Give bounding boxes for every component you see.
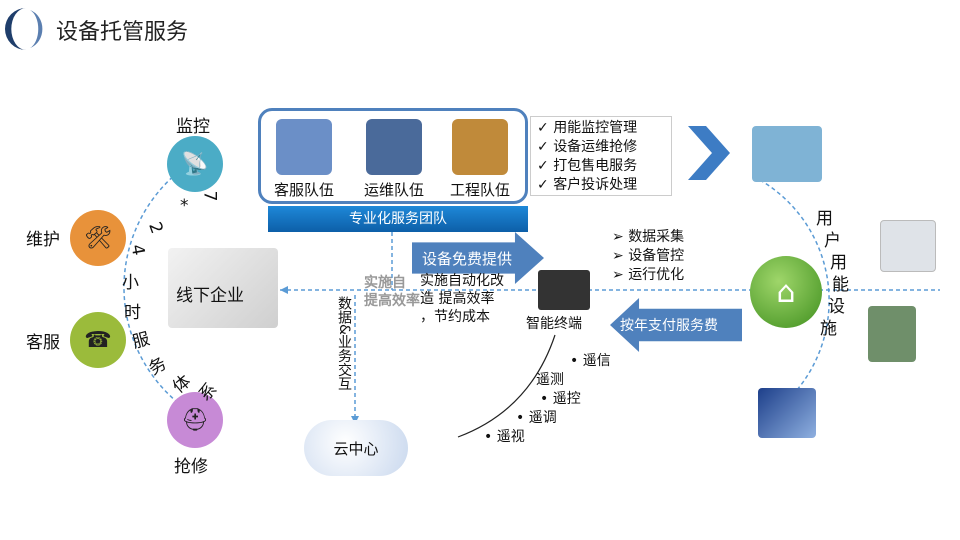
curve-char: *	[180, 196, 189, 216]
curve-char: 7	[199, 190, 220, 202]
enterprise-label: 线下企业	[176, 286, 244, 306]
service-checklist: ✓ 用能监控管理 ✓ 设备运维抢修 ✓ 打包售电服务 ✓ 客户投诉处理	[530, 116, 672, 196]
customer-service-image	[276, 119, 332, 175]
ring-label-monitor: 监控	[176, 117, 210, 137]
switchgear-image	[880, 220, 936, 272]
maintenance-team-image	[366, 119, 422, 175]
check-item: ✓ 用能监控管理	[537, 120, 638, 136]
remote-item: • 遥控	[540, 391, 581, 407]
page-title: 设备托管服务	[56, 20, 189, 45]
curve-char: 时	[124, 303, 141, 323]
check-item: ✓ 设备运维抢修	[537, 139, 638, 155]
chevron-right-icon	[688, 126, 730, 180]
cloud-center: 云中心	[304, 420, 408, 476]
benefit-text: 实施自动化改造 提高效率，节约成本	[420, 273, 504, 325]
smart-terminal-image	[538, 270, 590, 310]
benefit-ghost: 实施自提高效率	[364, 275, 420, 309]
check-item: ✓ 打包售电服务	[537, 158, 638, 174]
ring-label-repair: 抢修	[174, 457, 208, 477]
team-engineering: 工程队伍	[449, 181, 510, 199]
transformer-image	[868, 306, 916, 362]
team-maintenance: 运维队伍	[363, 181, 424, 199]
team-bar: 专业化服务团队	[268, 206, 528, 232]
service-team-panel: 客服队伍 运维队伍 工程队伍	[258, 108, 528, 204]
facilities-label: 用 户 用 能 设 施	[816, 209, 849, 339]
check-item: ✓ 客户投诉处理	[537, 177, 638, 193]
ring-label-service: 客服	[26, 333, 60, 353]
telephone-icon[interactable]: ☎	[70, 312, 126, 368]
helmet-icon[interactable]: ⛑	[167, 392, 223, 448]
terminal-label: 智能终端	[526, 316, 582, 332]
remote-item: • 遥信	[570, 353, 611, 369]
terminal-functions: ➢ 数据采集 ➢ 设备管控 ➢ 运行优化	[612, 229, 685, 283]
curve-char: 小	[122, 273, 139, 293]
green-home-icon: ⌂	[750, 256, 822, 328]
team-customer-service: 客服队伍	[273, 181, 334, 199]
remote-item: • 遥视	[484, 429, 525, 445]
antenna-tower-icon[interactable]: 📡	[167, 136, 223, 192]
remote-item: • 遥调	[516, 410, 557, 426]
company-logo	[5, 8, 43, 50]
substation-image	[752, 126, 822, 182]
ring-label-maintain: 维护	[26, 230, 60, 250]
engineering-team-image	[452, 119, 508, 175]
remote-item: 遥测	[536, 372, 564, 388]
building-image	[168, 248, 278, 328]
solar-panel-image	[758, 388, 816, 438]
cloud-link-label: 数据&业务交互	[336, 296, 352, 391]
tools-icon[interactable]: 🛠	[70, 210, 126, 266]
